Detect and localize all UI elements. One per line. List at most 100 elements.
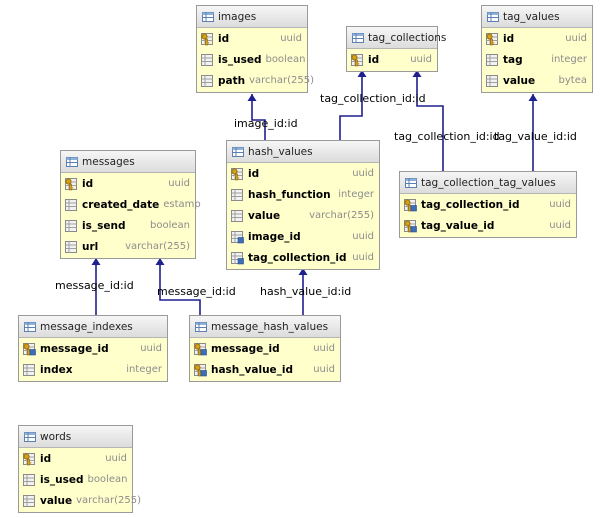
column-icon — [22, 494, 40, 508]
column-name: message_id — [211, 342, 280, 355]
table-header[interactable]: messages — [61, 151, 195, 173]
column-name: created_date — [82, 198, 160, 211]
column-type: uuid — [549, 199, 571, 210]
column-icon — [485, 53, 503, 67]
column-type: uuid — [313, 364, 335, 375]
column-type: estamp — [163, 199, 201, 210]
table-name: tag_collections — [368, 31, 447, 44]
column-type: varchar(255) — [125, 241, 190, 252]
column-name: tag — [503, 53, 523, 66]
column-type: uuid — [352, 231, 374, 242]
table-icon — [66, 156, 82, 167]
column-row[interactable]: hash_value_id uuid — [190, 359, 340, 380]
relation-arrowhead — [91, 258, 101, 265]
column-icon — [64, 240, 82, 254]
column-row[interactable]: index integer — [19, 359, 167, 380]
table-icon — [195, 321, 211, 332]
column-name: value — [503, 74, 536, 87]
column-name: id — [248, 167, 260, 180]
primary-foreign-key-icon — [403, 198, 421, 212]
foreign-key-icon — [230, 230, 248, 244]
column-name: id — [503, 32, 515, 45]
table-icon — [24, 431, 40, 442]
relation-line-message-hash-values-to-messages[interactable] — [159, 258, 201, 315]
primary-foreign-key-icon — [193, 342, 211, 356]
table-tag-collection-tag-values[interactable]: tag_collection_tag_values tag_collection… — [399, 171, 577, 238]
table-header[interactable]: message_indexes — [19, 316, 167, 338]
relation-label: tag_collection_id:id — [394, 130, 500, 143]
column-row[interactable]: id uuid — [482, 28, 592, 49]
relation-line-tag-collection-tag-values-to-tag-collections[interactable] — [416, 70, 444, 171]
column-type: uuid — [410, 54, 432, 65]
column-name: index — [40, 363, 73, 376]
column-icon — [64, 198, 82, 212]
column-icon — [22, 473, 40, 487]
table-header[interactable]: images — [197, 6, 307, 28]
column-type: bytea — [558, 75, 587, 86]
table-icon — [232, 146, 248, 157]
table-name: message_indexes — [40, 320, 133, 333]
relation-arrowhead — [155, 258, 165, 265]
table-icon — [487, 11, 503, 22]
table-header[interactable]: words — [19, 426, 132, 448]
column-type: uuid — [565, 33, 587, 44]
column-name: hash_function — [248, 188, 331, 201]
relation-line-hash-values-to-images[interactable] — [251, 94, 266, 140]
table-header[interactable]: tag_collections — [347, 27, 446, 49]
column-row[interactable]: hash_function integer — [227, 184, 379, 205]
table-icon — [352, 32, 368, 43]
table-header[interactable]: tag_values — [482, 6, 592, 28]
column-row[interactable]: value bytea — [482, 70, 592, 91]
column-name: hash_value_id — [211, 363, 294, 376]
primary-key-icon — [485, 32, 503, 46]
relation-arrowhead — [528, 94, 538, 101]
table-header[interactable]: message_hash_values — [190, 316, 340, 338]
relation-line-hash-values-to-tag-collections[interactable] — [339, 70, 363, 140]
column-type: integer — [126, 364, 162, 375]
table-header[interactable]: tag_collection_tag_values — [400, 172, 576, 194]
column-type: integer — [551, 54, 587, 65]
relation-label: message_id:id — [157, 285, 236, 298]
column-icon — [230, 188, 248, 202]
relation-label: tag_collection_id:id — [320, 92, 426, 105]
table-tag-values[interactable]: tag_values id uuid tag integer value bytea — [481, 5, 593, 93]
column-type: integer — [338, 189, 374, 200]
table-name: hash_values — [248, 145, 313, 158]
column-type: boolean — [265, 54, 306, 65]
relation-label: hash_value_id:id — [260, 285, 352, 298]
column-type: varchar(255) — [76, 495, 142, 506]
primary-key-icon — [22, 452, 40, 466]
column-row[interactable]: tag integer — [482, 49, 592, 70]
primary-foreign-key-icon — [403, 219, 421, 233]
column-name: tag_collection_id — [248, 251, 347, 264]
table-header[interactable]: hash_values — [227, 141, 379, 163]
foreign-key-icon — [230, 251, 248, 265]
